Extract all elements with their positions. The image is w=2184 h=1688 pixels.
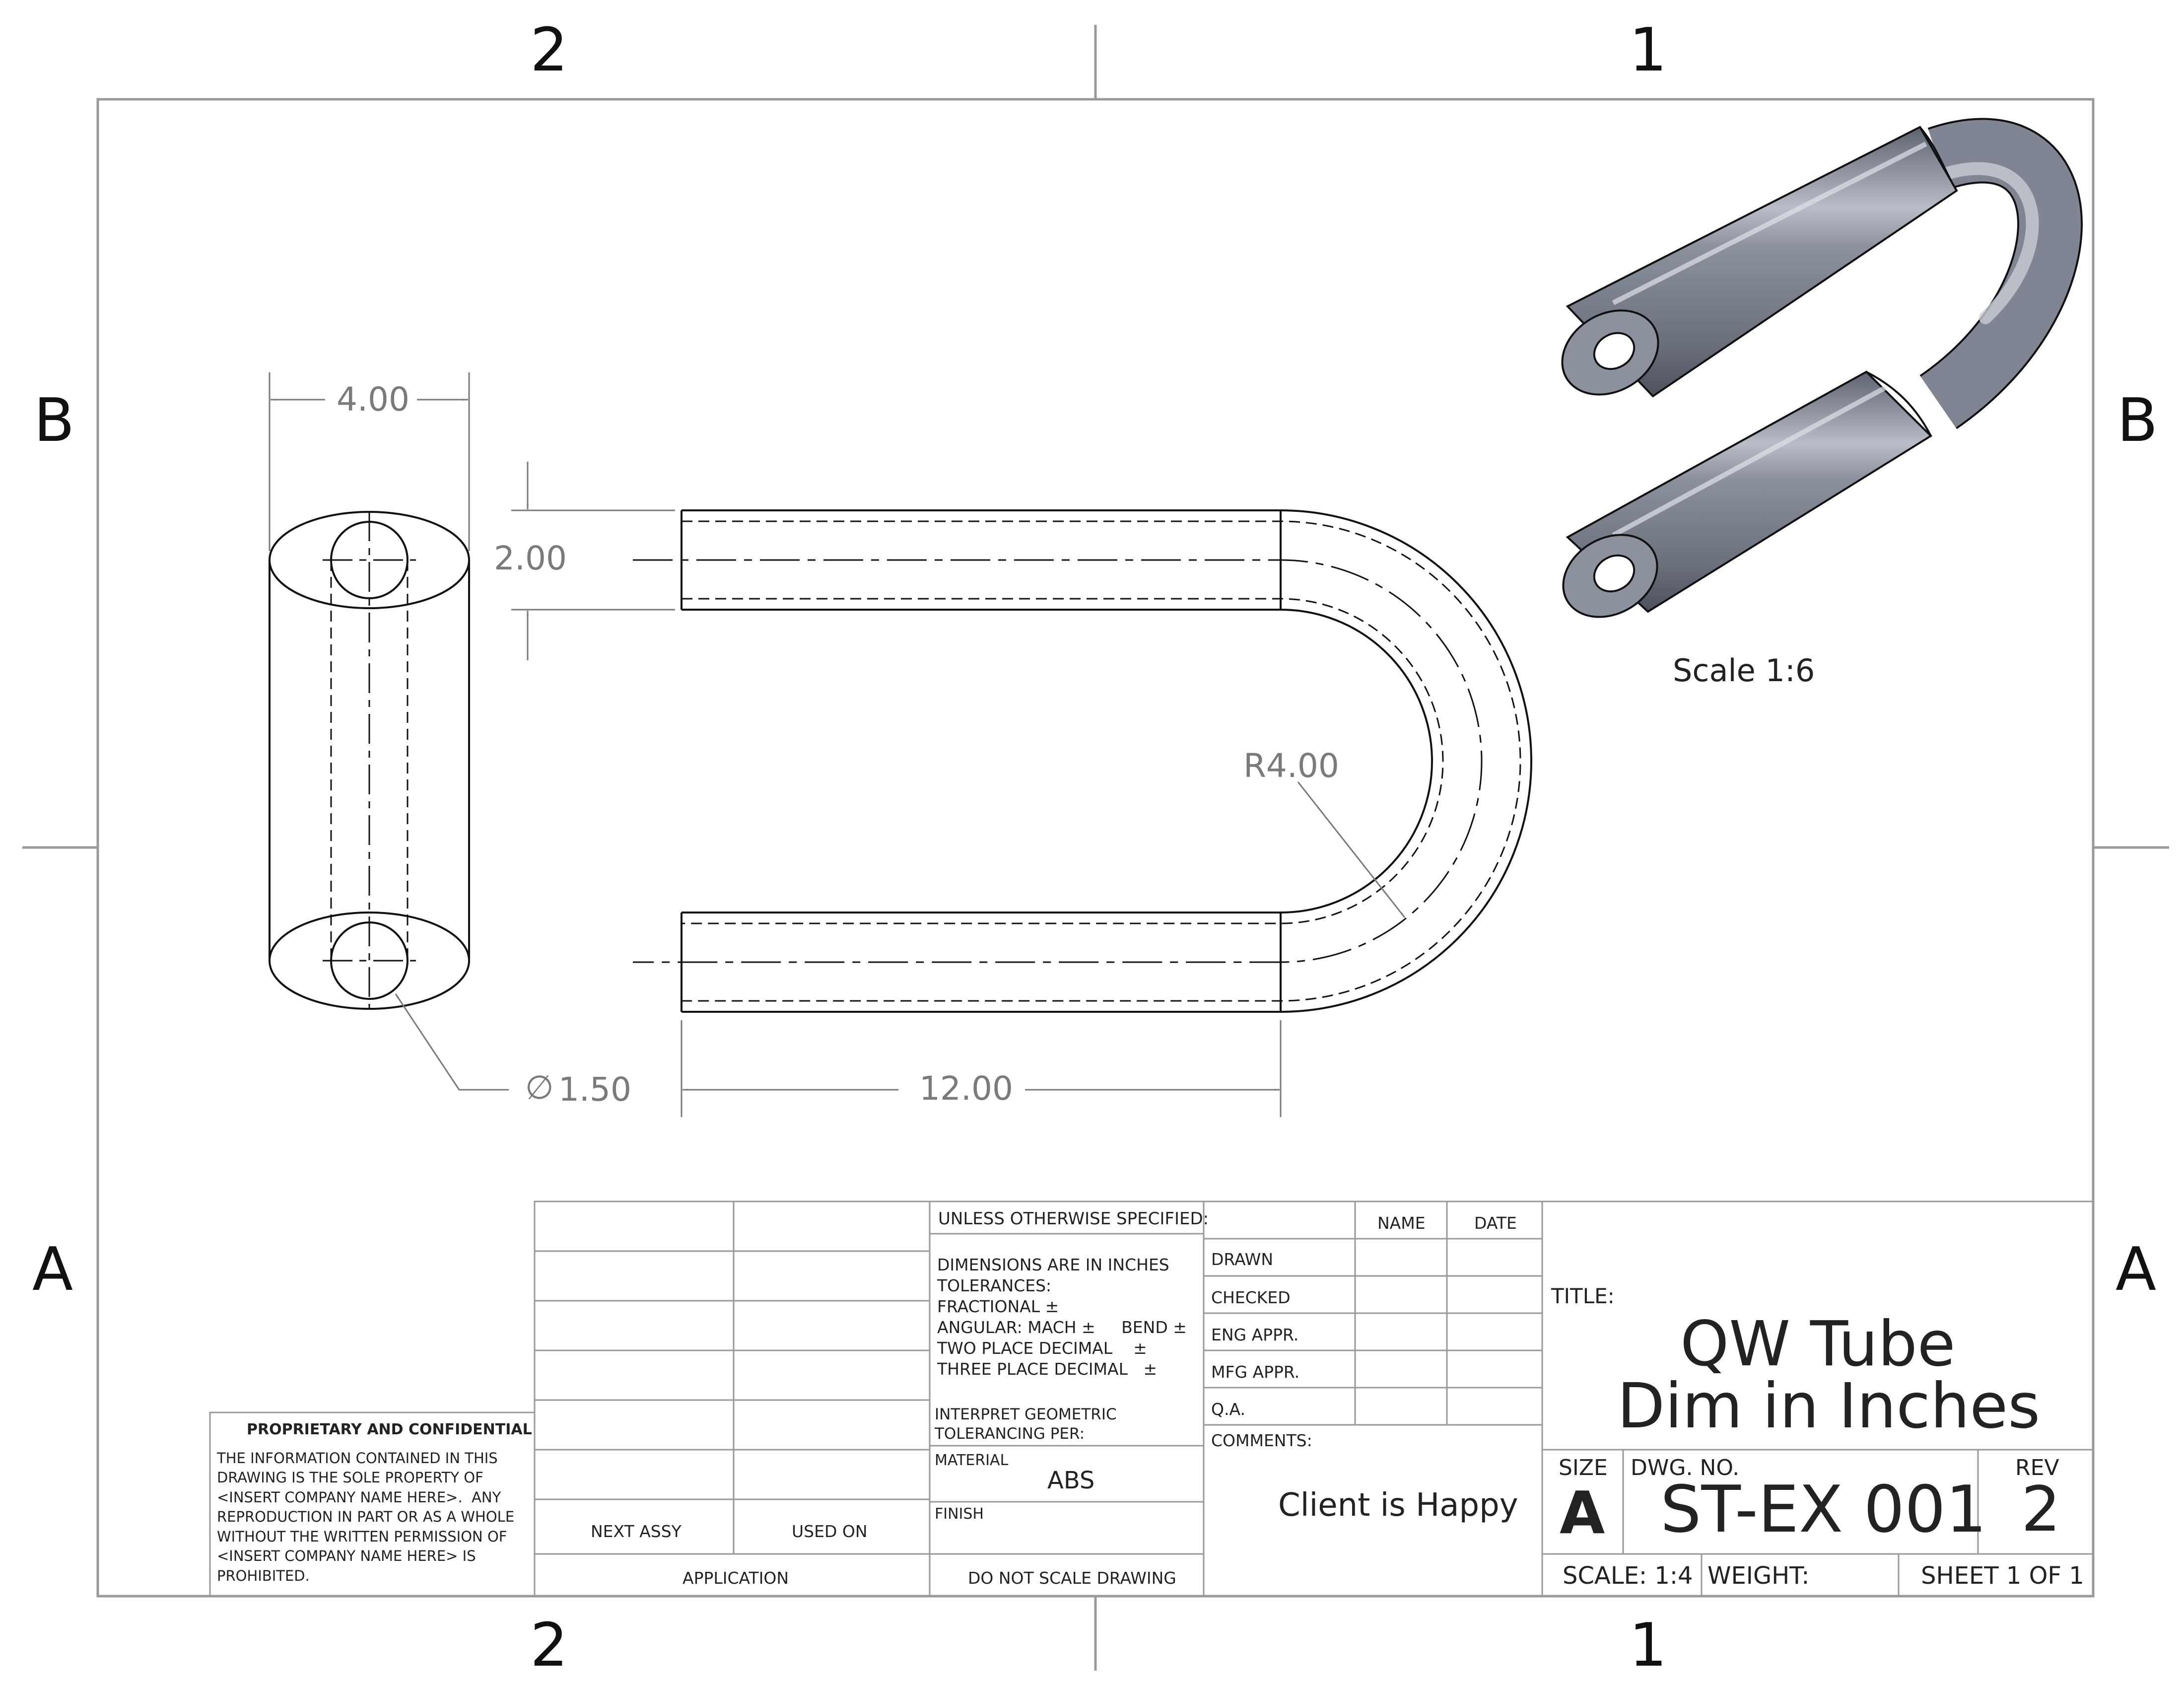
title-block-grid	[209, 1200, 2094, 1597]
dim-diameter-symbol: ∅	[525, 1068, 554, 1107]
dim-length: 12.00	[919, 1069, 1013, 1108]
iso-scale-label: Scale 1:6	[1673, 652, 1815, 689]
dwg-no-label: DWG. NO.	[1631, 1455, 1740, 1480]
material-label: MATERIAL	[935, 1452, 1009, 1469]
next-assy-label: NEXT ASSY	[591, 1522, 682, 1541]
dimension-lines	[269, 372, 1406, 1117]
zone-bottom-right: 1	[1629, 1611, 1667, 1680]
title-line-1: QW Tube	[1680, 1308, 1956, 1380]
tolerance-header: UNLESS OTHERWISE SPECIFIED:	[938, 1209, 1209, 1229]
approval-row-drawn: DRAWN	[1211, 1250, 1274, 1269]
comments-value: Client is Happy	[1278, 1487, 1518, 1524]
end-view	[269, 511, 470, 1010]
dim-width: 4.00	[337, 380, 410, 419]
comments-label: COMMENTS:	[1211, 1431, 1312, 1450]
size-value: A	[1560, 1478, 1605, 1547]
approval-row-checked: CHECKED	[1211, 1288, 1291, 1307]
title-line-2: Dim in Inches	[1617, 1370, 2041, 1442]
material-value: ABS	[1047, 1467, 1095, 1494]
zone-right-b: B	[2117, 386, 2158, 455]
dim-diameter: 1.50	[558, 1070, 631, 1109]
dim-height: 2.00	[494, 539, 567, 577]
used-on-label: USED ON	[792, 1522, 868, 1541]
approval-row-mfg: MFG APPR.	[1211, 1362, 1300, 1382]
proprietary-body: THE INFORMATION CONTAINED IN THIS DRAWIN…	[217, 1450, 515, 1584]
no-scale-label: DO NOT SCALE DRAWING	[968, 1568, 1176, 1588]
size-label: SIZE	[1559, 1455, 1608, 1480]
zone-right-a: A	[2116, 1235, 2157, 1304]
dwg-no-value: ST-EX 001	[1660, 1472, 1987, 1547]
front-view	[633, 509, 1532, 1013]
isometric-view	[1561, 118, 2083, 618]
approval-row-eng: ENG APPR.	[1211, 1325, 1299, 1344]
sheet-label: SHEET 1 OF 1	[1921, 1562, 2084, 1590]
zone-left-a: A	[32, 1235, 73, 1304]
zone-left-b: B	[34, 386, 75, 455]
approval-row-qa: Q.A.	[1211, 1400, 1245, 1419]
application-label: APPLICATION	[682, 1568, 789, 1588]
date-header: DATE	[1474, 1213, 1517, 1233]
rev-label: REV	[2015, 1455, 2059, 1480]
tolerance-lines: DIMENSIONS ARE IN INCHES TOLERANCES: FRA…	[937, 1255, 1187, 1379]
weight-label: WEIGHT:	[1707, 1562, 1810, 1590]
title-label: TITLE:	[1551, 1284, 1615, 1308]
interpret-label: INTERPRET GEOMETRIC TOLERANCING PER:	[935, 1406, 1117, 1443]
scale-label: SCALE: 1:4	[1563, 1562, 1693, 1590]
rev-value: 2	[2021, 1474, 2061, 1546]
finish-label: FINISH	[935, 1505, 984, 1523]
name-header: NAME	[1377, 1213, 1426, 1233]
zone-top-right: 1	[1629, 16, 1667, 85]
proprietary-title: PROPRIETARY AND CONFIDENTIAL	[247, 1421, 532, 1438]
zone-bottom-left: 2	[530, 1611, 568, 1680]
dim-radius: R4.00	[1243, 747, 1339, 785]
zone-top-left: 2	[530, 16, 568, 85]
